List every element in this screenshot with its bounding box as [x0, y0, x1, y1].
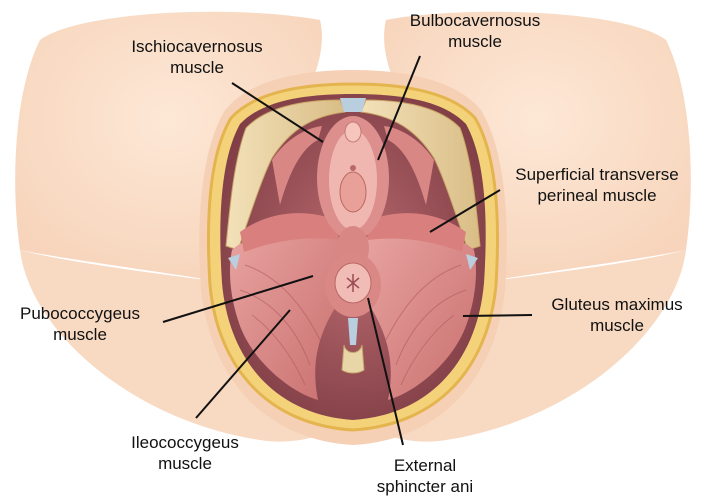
label-superficial-transverse-line2: perineal muscle: [493, 185, 701, 206]
label-external-sphincter-line2: sphincter ani: [355, 476, 495, 497]
label-bulbocavernosus-line2: muscle: [390, 31, 560, 52]
label-bulbocavernosus: Bulbocavernosus muscle: [390, 10, 560, 52]
label-ischiocavernosus: Ischiocavernosus muscle: [112, 36, 282, 78]
label-gluteus-maximus-line2: muscle: [532, 315, 702, 336]
label-pubococcygeus-line2: muscle: [0, 324, 160, 345]
label-superficial-transverse: Superficial transverse perineal muscle: [493, 164, 701, 206]
label-ischiocavernosus-line2: muscle: [112, 57, 282, 78]
label-external-sphincter: External sphincter ani: [355, 455, 495, 497]
label-ischiocavernosus-line1: Ischiocavernosus: [112, 36, 282, 57]
label-ileococcygeus: Ileococcygeus muscle: [100, 432, 270, 474]
label-gluteus-maximus-line1: Gluteus maximus: [532, 294, 702, 315]
label-ileococcygeus-line2: muscle: [100, 453, 270, 474]
label-bulbocavernosus-line1: Bulbocavernosus: [390, 10, 560, 31]
leader-gluteus-maximus: [463, 315, 532, 316]
label-pubococcygeus: Pubococcygeus muscle: [0, 303, 160, 345]
label-ileococcygeus-line1: Ileococcygeus: [100, 432, 270, 453]
label-gluteus-maximus: Gluteus maximus muscle: [532, 294, 702, 336]
label-pubococcygeus-line1: Pubococcygeus: [0, 303, 160, 324]
bulbocavernosus-region: [317, 116, 389, 240]
label-external-sphincter-line1: External: [355, 455, 495, 476]
label-superficial-transverse-line1: Superficial transverse: [493, 164, 701, 185]
